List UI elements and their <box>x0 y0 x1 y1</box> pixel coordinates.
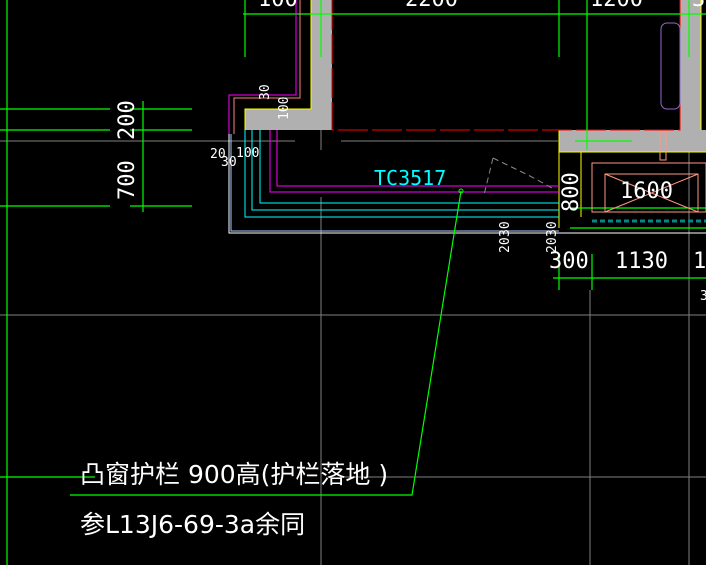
annotation-line-2: 参L13J6-69-3a余同 <box>80 510 305 539</box>
leader-point <box>458 188 464 194</box>
dim-100: 100 <box>277 97 292 120</box>
dim-bottom-1130: 1130 <box>615 249 668 274</box>
annotation-line-1: 凸窗护栏 900高(护栏落地 ) <box>80 460 388 489</box>
dim-30b: 30 <box>221 155 237 170</box>
dim-30c: 30 <box>498 221 513 237</box>
dim-800: 800 <box>559 172 584 212</box>
dim-20b: 20 <box>498 237 513 253</box>
leader-line <box>70 190 462 496</box>
window-label: TC3517 <box>374 166 446 190</box>
equipment-box <box>591 131 706 213</box>
dim-30d: 30 <box>545 221 560 237</box>
dim-left-200: 200 <box>115 100 140 140</box>
walls <box>244 0 706 228</box>
dim-30: 30 <box>258 84 273 100</box>
dim-top-3: 1200 <box>590 0 643 12</box>
dim-bottom-300: 300 <box>549 249 589 274</box>
dim-bottom-17: 17 <box>693 249 706 274</box>
dim-20: 20 <box>210 147 226 162</box>
dim-1600: 1600 <box>620 179 673 204</box>
dim-bottom-3: 3 <box>700 289 706 304</box>
bathtub-fixture <box>660 22 681 110</box>
dim-100b: 100 <box>236 146 259 161</box>
dim-20c: 20 <box>545 237 560 253</box>
dim-top-1: 100 <box>258 0 298 12</box>
dim-top-2: 2200 <box>405 0 458 12</box>
dim-top-4: 30 <box>692 0 706 12</box>
dim-left-700: 700 <box>115 160 140 200</box>
